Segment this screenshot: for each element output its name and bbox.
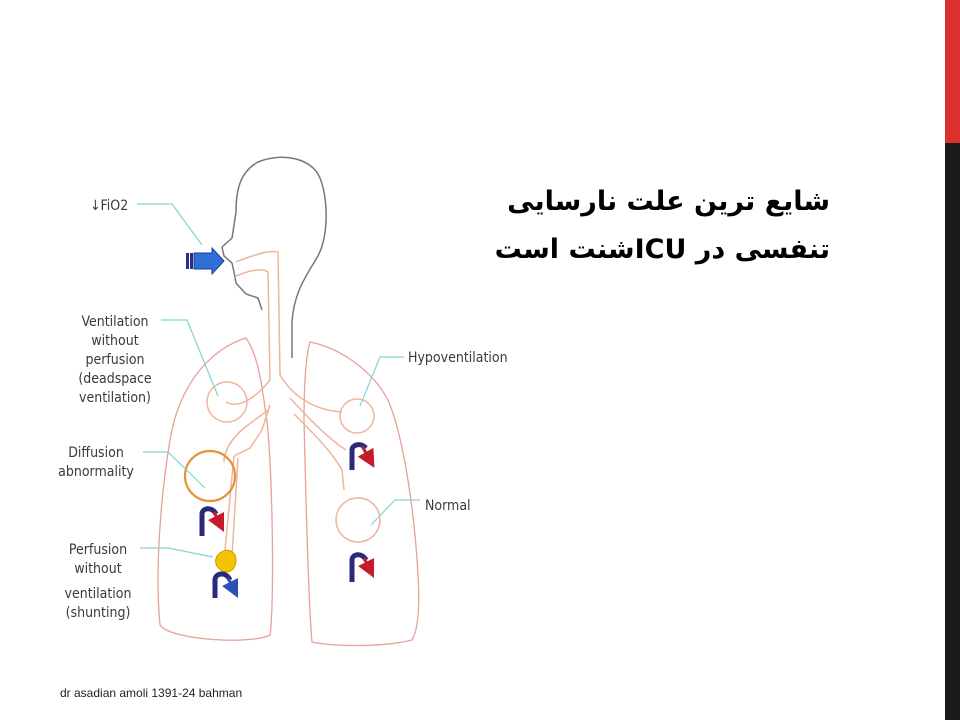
label-shunting-line-4: (shunting) [66,605,131,621]
label-deadspace-line-1: Ventilation [81,314,148,330]
head-outline [221,156,327,358]
accent-bar-black [945,143,960,720]
label-fio2: ↓FiO2 [90,198,128,214]
label-deadspace: Ventilation without perfusion (deadspace… [78,314,152,406]
airway [223,250,347,561]
label-deadspace-line-3: perfusion [85,352,144,368]
label-shunting-line-3: ventilation [65,586,132,602]
lung-outline-left [157,337,274,641]
label-deadspace-line-2: without [91,333,138,349]
blood-flow-arrow-icon [199,442,375,599]
label-normal: Normal [425,498,471,514]
label-diffusion-line-1: Diffusion [68,445,124,461]
slide-title-line-2: تنفسی در ICUشنت است [494,234,830,265]
accent-bar-red [945,0,960,143]
inhaled-air-arrow-icon [186,246,225,276]
footer-credit: dr asadian amoli 1391-24 bahman [60,686,243,700]
label-diffusion: Diffusion abnormality [58,445,134,480]
alveolus-hypoventilation [339,398,375,434]
shunt-blob [215,549,237,573]
alveolus-normal [335,497,381,543]
label-deadspace-line-5: ventilation) [79,390,151,406]
label-shunting: Perfusion without ventilation (shunting) [65,542,132,621]
alveolus-diffusion [183,449,237,503]
alveolus-deadspace [206,381,248,423]
slide-title-line-1: شایع ترین علت نارسایی [507,186,830,217]
slide-title: شایع ترین علت نارسایی تنفسی در ICUشنت اس… [470,178,830,274]
label-diffusion-line-2: abnormality [58,464,134,480]
label-deadspace-line-4: (deadspace [78,371,152,387]
lung-outline-right [303,341,420,647]
pointer-lines [137,203,420,558]
label-shunting-line-2: without [74,561,121,577]
label-hypoventilation: Hypoventilation [408,350,508,366]
label-shunting-line-1: Perfusion [69,542,127,558]
lung-diagram: ↓FiO2 Ventilation without perfusion (dea… [58,156,508,647]
